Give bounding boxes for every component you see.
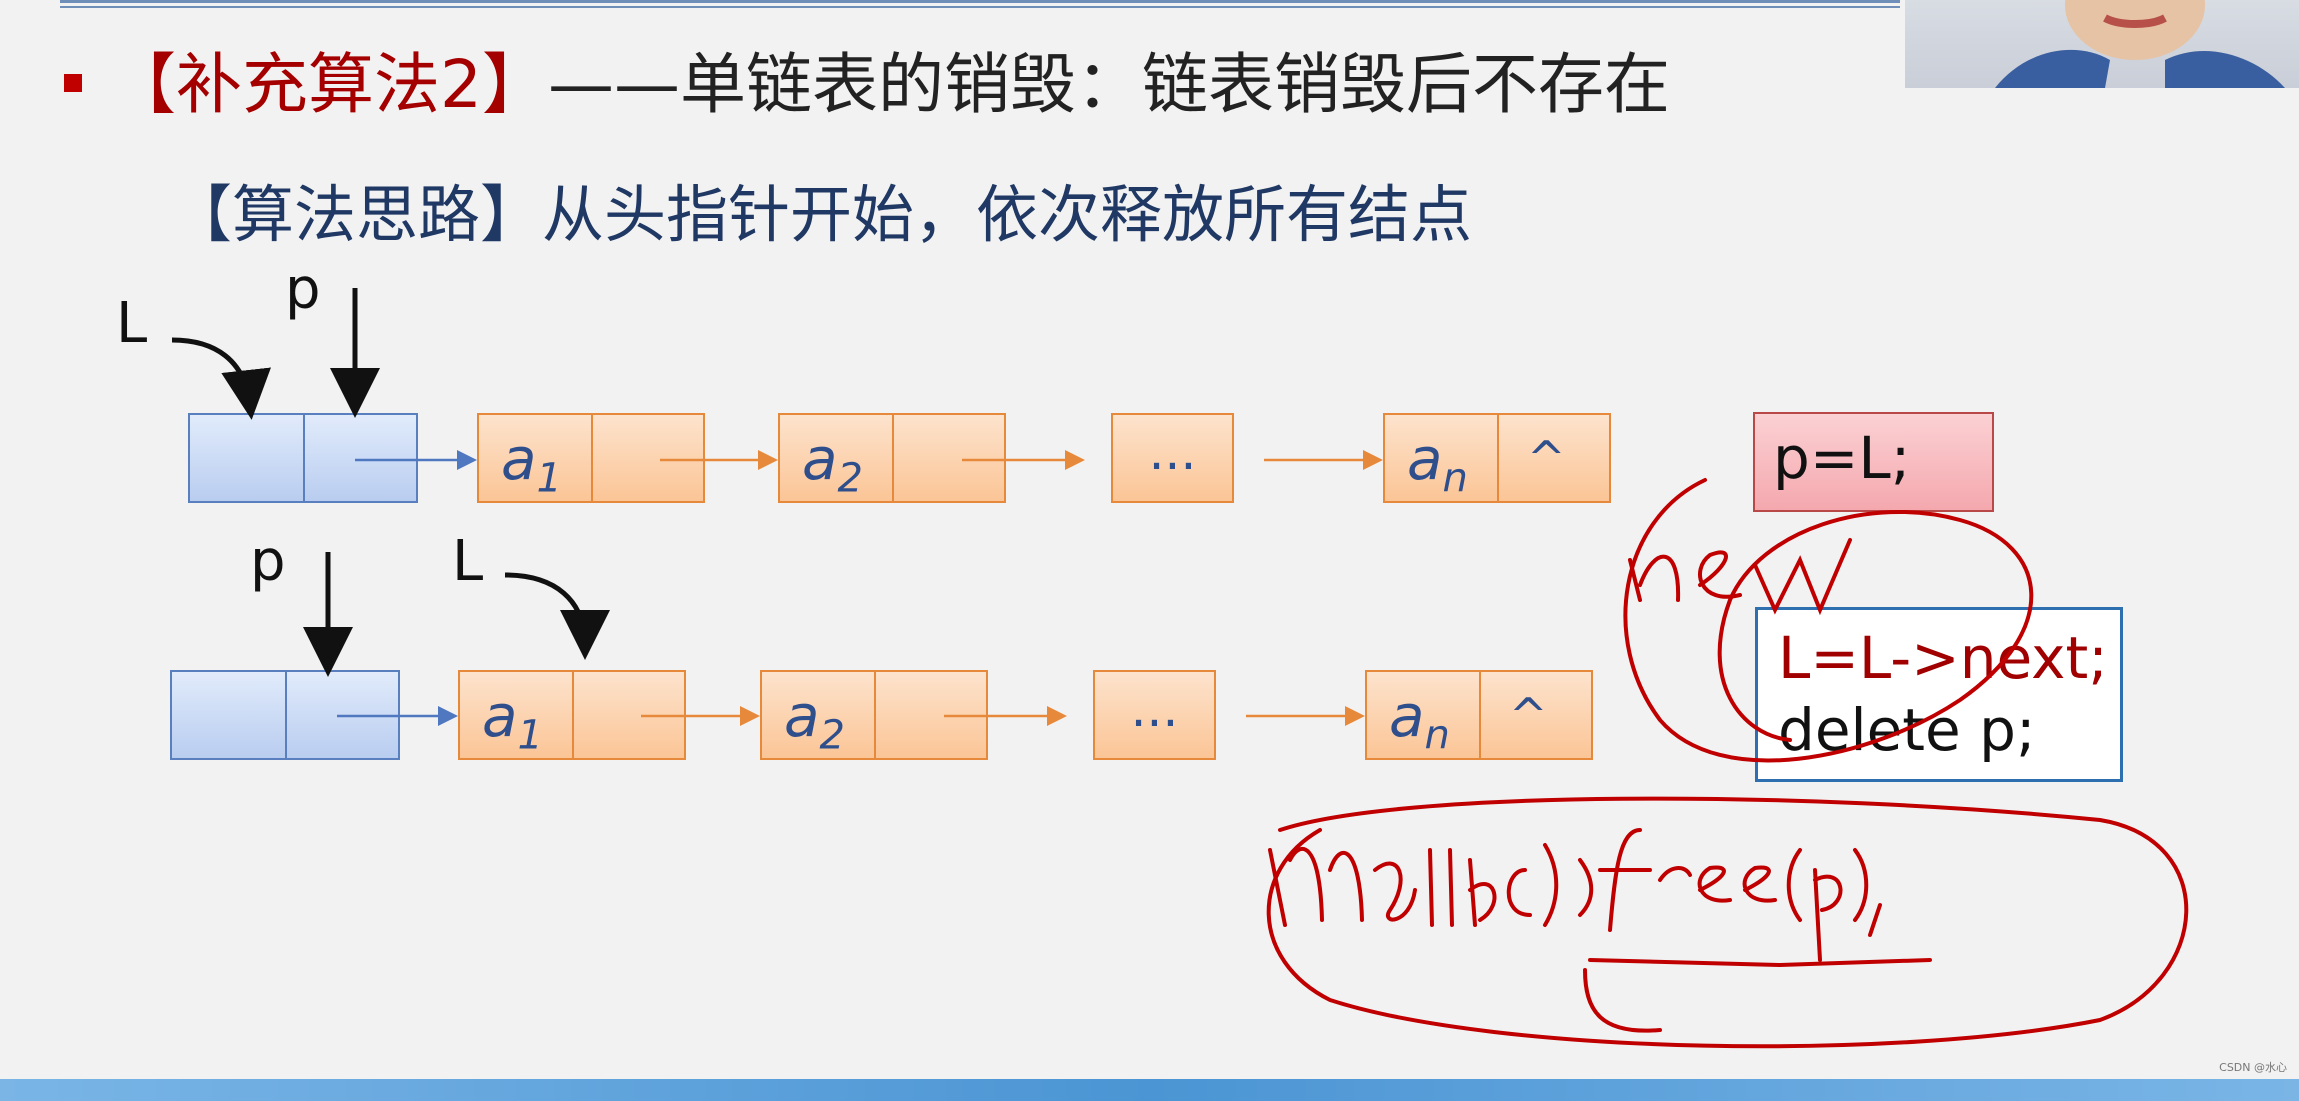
ink-loop-around-new xyxy=(1623,478,2034,763)
node-a2-top: a2 xyxy=(778,413,1006,503)
code-box-step2: L=L->next; delete p; xyxy=(1755,607,2123,782)
ellipsis-text: ... xyxy=(1148,423,1197,481)
label-p-bottom: p xyxy=(250,529,286,594)
node-an-top: an ^ xyxy=(1383,413,1611,503)
slide-title: 【补充算法2】——单链表的销毁：链表销毁后不存在 xyxy=(110,40,1670,130)
node-ellipsis-bottom: ... xyxy=(1093,670,1216,760)
bullet-square-icon xyxy=(64,74,82,92)
code-box-step1: p=L; xyxy=(1753,412,1994,512)
node-a1-bottom: a1 xyxy=(458,670,686,760)
slide-subtitle: 【算法思路】从头指针开始，依次释放所有结点 xyxy=(170,178,1473,251)
slide-bottom-bar xyxy=(0,1079,2299,1101)
node-ellipsis-top: ... xyxy=(1111,413,1234,503)
label-p-top: p xyxy=(285,257,321,322)
node-an-bottom: an ^ xyxy=(1365,670,1593,760)
node-an-value: an xyxy=(1407,425,1468,502)
null-marker: ^ xyxy=(1509,688,1548,742)
ellipsis-text: ... xyxy=(1130,680,1179,738)
node-a2-value: a2 xyxy=(802,425,863,502)
ink-underline xyxy=(1583,958,1932,1033)
ink-word-new xyxy=(1628,538,1852,616)
head-node-top xyxy=(188,413,418,503)
node-an-value: an xyxy=(1389,682,1450,759)
null-marker: ^ xyxy=(1527,431,1566,485)
presenter-face xyxy=(1995,0,2285,88)
slide-top-rule xyxy=(60,0,1900,8)
code-step1: p=L; xyxy=(1773,424,1911,492)
node-a1-value: a1 xyxy=(501,425,562,502)
presenter-webcam-overlay xyxy=(1905,0,2299,88)
node-a1-value: a1 xyxy=(482,682,543,759)
arrow-L-top-curve xyxy=(171,337,271,420)
title-tag: 【补充算法2】 xyxy=(110,46,548,123)
node-a1-top: a1 xyxy=(477,413,705,503)
label-L-bottom: L xyxy=(452,529,484,594)
label-L-top: L xyxy=(116,291,148,356)
node-a2-value: a2 xyxy=(784,682,845,759)
ink-big-loop xyxy=(1266,796,2189,1049)
head-data-cell xyxy=(190,415,305,501)
code-step2-line1: L=L->next; xyxy=(1778,624,2108,692)
title-text: ——单链表的销毁：链表销毁后不存在 xyxy=(548,46,1670,123)
ink-malloc-free xyxy=(1268,828,1882,962)
handwritten-ink-annotations xyxy=(1266,478,2189,1049)
footer-credit: CSDN @水心 xyxy=(2219,1061,2287,1074)
arrow-L-bottom-curve xyxy=(504,572,610,660)
